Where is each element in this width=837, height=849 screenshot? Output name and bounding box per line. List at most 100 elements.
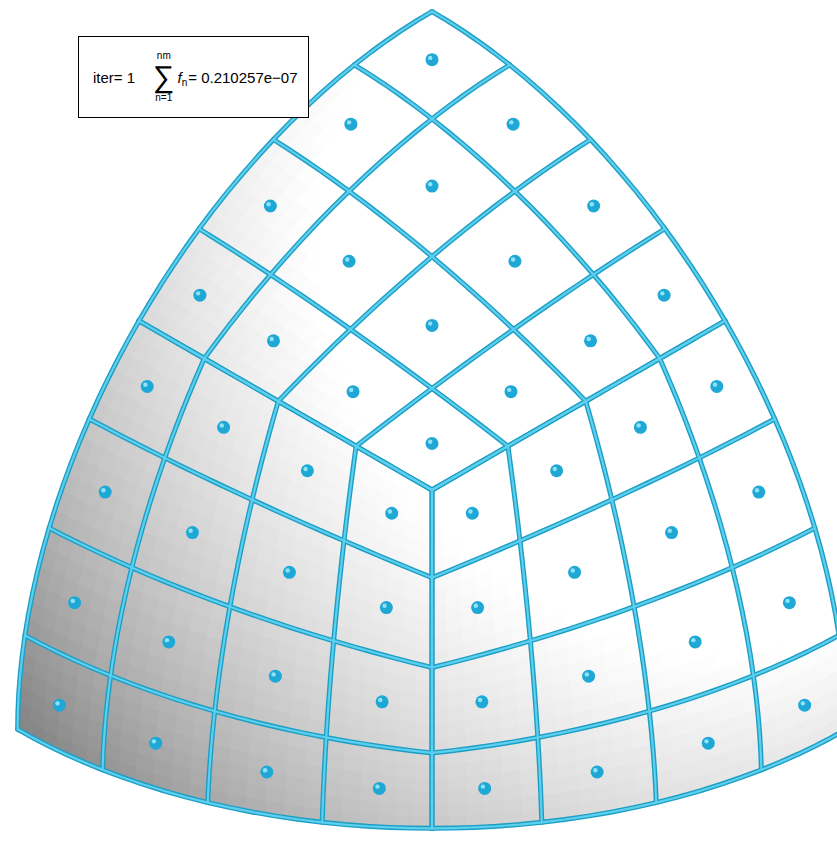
centre-dot [376, 695, 389, 708]
centre-dot [68, 596, 81, 609]
dot-highlight [478, 698, 482, 702]
mesh-edge-inner [432, 12, 725, 321]
centre-dot [658, 289, 671, 302]
centre-dot [380, 601, 393, 614]
mesh-edge-outer [25, 635, 432, 753]
mesh-edge-outer [432, 635, 837, 753]
dot-highlight [474, 604, 478, 608]
mesh-edge-inner [273, 140, 585, 402]
dot-highlight [266, 202, 270, 206]
centre-dot [260, 765, 273, 778]
mesh-edge-inner [586, 401, 657, 802]
centre-dot [426, 437, 439, 450]
centre-dot [689, 635, 702, 648]
surface-facet [432, 778, 449, 792]
surface-facet [503, 784, 522, 800]
mesh-edge-inner [139, 321, 432, 490]
function-subscript: n [182, 77, 188, 88]
centre-dot [591, 765, 604, 778]
centre-dot [162, 635, 175, 648]
surface-facet [379, 802, 397, 816]
surface-facet [484, 758, 503, 774]
sum-sign: ∑ [153, 62, 174, 92]
surface-facet [502, 770, 521, 786]
mesh-edge-inner [49, 528, 432, 668]
centre-dot [665, 526, 678, 539]
surface-facet [415, 778, 432, 792]
mesh-edge-outer [89, 419, 432, 578]
centre-dot [269, 670, 282, 683]
dot-highlight [382, 604, 386, 608]
mesh-edge-inner [660, 359, 762, 770]
centre-dot [508, 255, 521, 268]
centre-dot [283, 566, 296, 579]
surface-facet [397, 777, 415, 792]
sum-lower-limit: n=1 [155, 92, 172, 104]
surface-facet [415, 804, 432, 817]
surface-facet [449, 803, 467, 816]
centre-dot [373, 782, 386, 795]
centre-dot [478, 782, 491, 795]
surface-facet [467, 775, 485, 790]
mesh-edge-outer [278, 140, 590, 402]
surface-facet [831, 669, 837, 692]
centre-dot [466, 507, 479, 520]
centre-dot [217, 421, 230, 434]
iteration-label: iter= 1 [93, 69, 135, 86]
centre-dot [186, 526, 199, 539]
dot-highlight [263, 768, 267, 772]
mesh-edge-inner [89, 419, 432, 578]
mesh-edge-outer [199, 229, 508, 446]
mesh-edge-inner [432, 729, 837, 828]
centre-dot [475, 695, 488, 708]
centre-dot [426, 180, 439, 193]
surface-facet [502, 756, 521, 773]
mesh-edge-inner [725, 321, 837, 729]
surface-facet [415, 791, 432, 804]
dot-highlight [660, 291, 664, 295]
dot-highlight [755, 488, 759, 492]
dot-highlight [152, 739, 156, 743]
surface-facet [398, 720, 415, 737]
sum-symbol: nm∑n=1 [153, 50, 174, 104]
sum-value: = 0.210257e−07 [188, 69, 297, 86]
centre-dot [141, 380, 154, 393]
mesh-edge-inner [139, 321, 432, 490]
centre-dot [471, 601, 484, 614]
surface-facet [343, 770, 362, 786]
mesh-edge-outer [508, 446, 542, 822]
dot-highlight [428, 439, 432, 443]
dot-highlight [668, 529, 672, 533]
surface-facet [503, 798, 522, 813]
dot-highlight [590, 202, 594, 206]
mesh-edge-inner [103, 359, 205, 770]
centre-dot [798, 699, 811, 712]
dot-highlight [593, 768, 597, 772]
surface-facet [466, 761, 484, 777]
mesh-edge-outer [18, 321, 139, 729]
dot-highlight [165, 638, 169, 642]
surface-facet [432, 791, 449, 804]
surface-facet [833, 700, 837, 722]
dot-highlight [388, 509, 392, 513]
dot-highlight [587, 337, 591, 341]
mesh-edge-inner [432, 635, 837, 753]
mesh-edge-outer [103, 359, 205, 770]
dot-highlight [713, 382, 717, 386]
dot-highlight [585, 672, 589, 676]
dot-highlight [511, 257, 515, 261]
dot-highlight [55, 701, 59, 705]
mesh-edge-outer [430, 490, 435, 828]
surface-facet [432, 765, 449, 780]
mesh-edge-inner [199, 229, 508, 446]
surface-facet [829, 652, 837, 675]
mesh-edge-outer [660, 359, 762, 770]
centre-dot [343, 255, 356, 268]
centre-dot [634, 421, 647, 434]
dot-highlight [188, 529, 192, 533]
dot-highlight [143, 382, 147, 386]
surface-facet [448, 720, 465, 737]
mesh-edge-outer [356, 229, 665, 446]
centre-dot [426, 53, 439, 66]
